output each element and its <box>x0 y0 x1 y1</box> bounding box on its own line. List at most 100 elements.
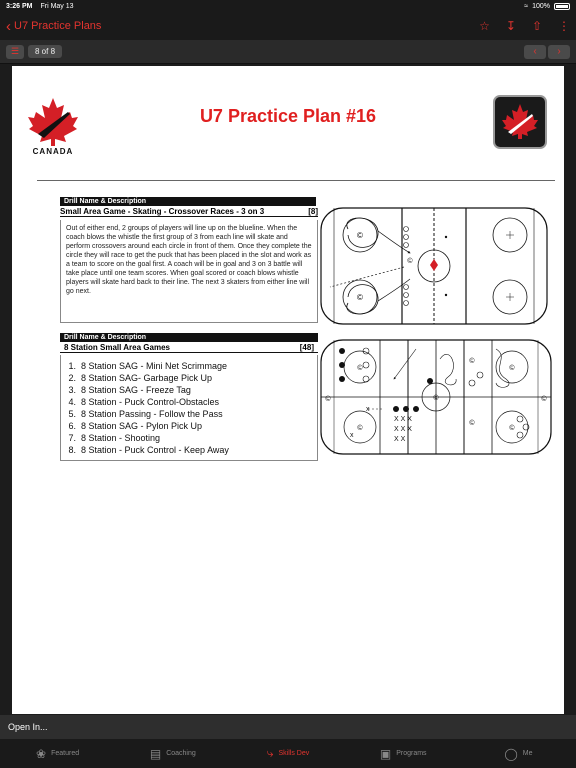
drill1-description: Out of either end, 2 groups of players w… <box>66 225 312 295</box>
svg-text:x: x <box>350 432 354 439</box>
drill-icon: ⤷ <box>266 746 274 760</box>
svg-text:x: x <box>366 406 370 413</box>
open-in-button[interactable]: Open In... <box>0 715 576 739</box>
battery-icon <box>554 2 570 10</box>
station-text: 8 Station Passing - Follow the Pass <box>81 409 223 419</box>
station-text: 8 Station SAG - Pylon Pick Up <box>81 421 203 431</box>
tab-coaching-label: Coaching <box>166 750 196 757</box>
station-text: 8 Station SAG- Garbage Pick Up <box>81 373 213 383</box>
drill2-name: 8 Station Small Area Games <box>64 343 170 352</box>
svg-text:©: © <box>541 395 547 403</box>
back-label: U7 Practice Plans <box>14 20 102 32</box>
station-item: 3. 8 Station SAG - Freeze Tag <box>62 384 312 396</box>
station-number: 2. <box>68 373 76 383</box>
chevron-left-icon: ‹ <box>6 17 11 35</box>
drill2-number: [48] <box>299 343 314 352</box>
svg-text:©: © <box>325 395 331 403</box>
drill1-title: Small Area Game - Skating - Crossover Ra… <box>60 207 318 217</box>
station-item: 6. 8 Station SAG - Pylon Pick Up <box>62 420 312 432</box>
svg-text:©: © <box>357 231 363 240</box>
tab-featured[interactable]: ❀ Featured <box>0 739 115 768</box>
open-in-label: Open In... <box>8 722 48 732</box>
back-button[interactable]: ‹ U7 Practice Plans <box>6 19 101 34</box>
drill1-number: [8] <box>308 207 318 216</box>
svg-text:©: © <box>509 424 515 432</box>
drill2-header: Drill Name & Description <box>60 333 318 342</box>
station-item: 8. 8 Station - Puck Control - Keep Away <box>62 444 312 456</box>
drill1-name: Small Area Game - Skating - Crossover Ra… <box>60 207 265 216</box>
tab-programs[interactable]: ▣ Programs <box>346 739 461 768</box>
tab-me[interactable]: ◯ Me <box>461 739 576 768</box>
pager-bar: ☰ 8 of 8 ‹ › <box>0 40 576 64</box>
drill2-title: 8 Station Small Area Games [48] <box>60 343 318 353</box>
tab-bar: ❀ Featured ▤ Coaching ⤷ Skills Dev ▣ Pro… <box>0 739 576 768</box>
tab-coaching[interactable]: ▤ Coaching <box>115 739 230 768</box>
clipboard-icon: ▤ <box>149 746 162 761</box>
svg-text:©: © <box>509 364 515 372</box>
svg-text:©: © <box>357 424 363 432</box>
station-number: 1. <box>68 361 76 371</box>
nav-actions: ☆ ↧ ⇧ ⋮ <box>479 19 570 33</box>
more-icon[interactable]: ⋮ <box>558 19 570 33</box>
share-icon[interactable]: ⇧ <box>531 19 542 33</box>
status-right: ≈ 100% <box>524 2 570 10</box>
status-time: 3:26 PM <box>6 2 33 10</box>
battery-label: 100% <box>532 2 550 10</box>
svg-text:©: © <box>407 257 413 265</box>
station-text: 8 Station SAG - Mini Net Scrimmage <box>81 361 228 371</box>
station-item: 5. 8 Station Passing - Follow the Pass <box>62 408 312 420</box>
svg-text:©: © <box>469 357 475 365</box>
station-list: 1. 8 Station SAG - Mini Net Scrimmage 2. 8 … <box>62 360 312 456</box>
station-number: 4. <box>68 397 76 407</box>
station-text: 8 Station SAG - Freeze Tag <box>81 385 191 395</box>
station-item: 1. 8 Station SAG - Mini Net Scrimmage <box>62 360 312 372</box>
tab-programs-label: Programs <box>396 750 427 757</box>
hockey-canada-badge <box>493 95 547 149</box>
svg-text:©: © <box>433 394 439 402</box>
status-bar: 3:26 PM Fri May 13 ≈ 100% <box>0 0 576 12</box>
document-page: CANADA U7 Practice Plan #16 Drill Name &… <box>12 66 564 714</box>
station-item: 7. 8 Station - Shooting <box>62 432 312 444</box>
station-text: 8 Station - Puck Control - Keep Away <box>81 445 229 455</box>
person-icon: ◯ <box>504 746 518 761</box>
svg-text:X X X: X X X <box>394 426 412 433</box>
station-item: 4. 8 Station - Puck Control-Obstacles <box>62 396 312 408</box>
tab-skills-dev[interactable]: ⤷ Skills Dev <box>230 739 345 768</box>
tab-featured-label: Featured <box>51 750 80 757</box>
download-icon[interactable]: ↧ <box>505 19 516 33</box>
page-title: U7 Practice Plan #16 <box>199 106 377 126</box>
station-number: 8. <box>68 445 76 455</box>
leaf-icon: ❀ <box>36 746 47 761</box>
tab-skills-dev-label: Skills Dev <box>278 750 310 757</box>
drill1-rink-diagram: © © © <box>320 207 548 325</box>
drill1-header: Drill Name & Description <box>60 197 316 206</box>
svg-text:©: © <box>469 419 475 427</box>
list-button[interactable]: ☰ <box>6 44 24 59</box>
station-text: 8 Station - Shooting <box>81 433 161 443</box>
svg-text:©: © <box>357 364 363 372</box>
nav-bar: ‹ U7 Practice Plans ☆ ↧ ⇧ ⋮ <box>0 12 576 40</box>
svg-text:X X X: X X X <box>394 416 412 423</box>
station-number: 7. <box>68 433 76 443</box>
drill1-description-box: Out of either end, 2 groups of players w… <box>60 220 318 323</box>
drill2-box <box>60 355 318 461</box>
book-icon: ▣ <box>379 746 392 761</box>
page-count: 8 of 8 <box>28 45 63 58</box>
page-nav: ‹ › <box>524 44 570 59</box>
list-icon: ☰ <box>10 46 20 56</box>
next-page-button[interactable]: › <box>548 44 570 59</box>
tab-me-label: Me <box>522 750 533 757</box>
station-number: 3. <box>68 385 76 395</box>
svg-text:©: © <box>357 293 363 302</box>
station-number: 5. <box>68 409 76 419</box>
prev-page-button[interactable]: ‹ <box>524 44 546 59</box>
station-number: 6. <box>68 421 76 431</box>
svg-text:CANADA: CANADA <box>33 147 74 156</box>
hockey-canada-logo: CANADA <box>28 98 78 156</box>
station-item: 2. 8 Station SAG- Garbage Pick Up <box>62 372 312 384</box>
station-text: 8 Station - Puck Control-Obstacles <box>81 397 220 407</box>
drill2-rink-diagram: X X XX X XX X xx ©©© ©©©© ©© <box>320 339 552 455</box>
star-icon[interactable]: ☆ <box>479 19 490 33</box>
divider <box>37 180 555 181</box>
wifi-icon: ≈ <box>524 2 529 10</box>
